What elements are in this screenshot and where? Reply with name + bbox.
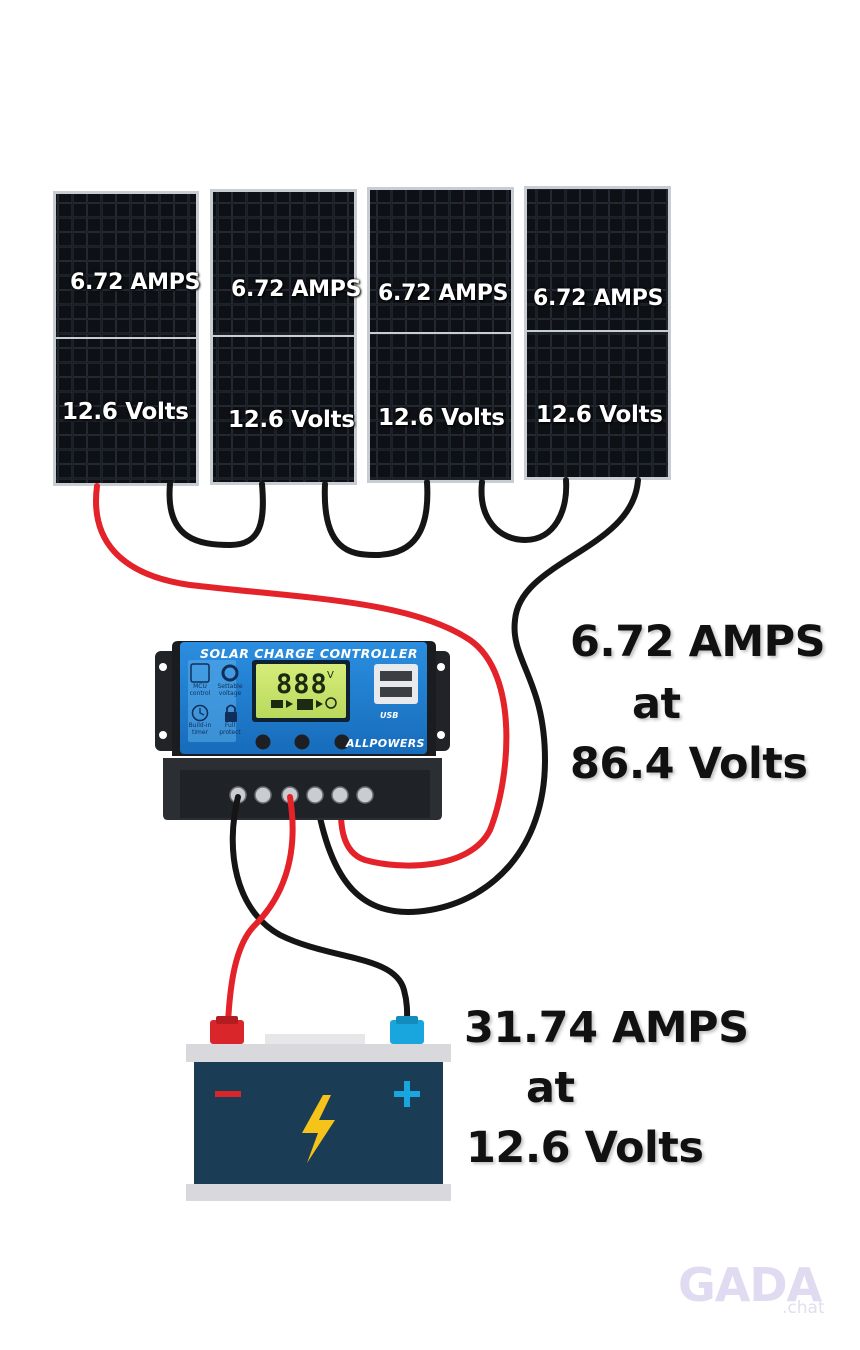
watermark-logo: GADA [678,1258,822,1312]
array-at-label: at [632,679,681,729]
panel-3-amps-label: 6.72 AMPS [378,281,509,306]
gear-icon [221,664,239,682]
icon-caption-mcu: MCU control [189,683,211,697]
charge-controller [155,641,450,820]
icon-caption-protect: Full protect [219,722,241,736]
battery-positive-wire [225,794,296,1026]
solar-panel-1 [53,191,199,486]
solar-panel-2 [210,189,357,485]
timer-icon [191,704,209,722]
panel-1-amps-label: 6.72 AMPS [70,270,201,295]
battery-amps-label: 31.74 AMPS [464,1003,749,1053]
usb-ports [374,664,418,704]
array-negative-wire [313,477,641,915]
panel-4-volts-label: 12.6 Volts [536,402,663,428]
mcu-icon [190,663,210,683]
icon-caption-timer: Build-in timer [188,722,212,736]
panel-2-volts-label: 12.6 Volts [228,407,355,433]
lcd-unit: V [327,670,334,681]
battery-at-label: at [526,1063,575,1113]
positive-sign [394,1081,420,1107]
battery-negative-wire [229,794,411,1026]
lcd-flow-icons [271,697,337,710]
array-positive-wire [93,483,510,869]
series-jumper-wires [166,477,570,559]
array-amps-label: 6.72 AMPS [570,617,826,667]
panel-4-amps-label: 6.72 AMPS [533,286,664,311]
usb-label: USB [380,711,399,720]
array-volts-label: 86.4 Volts [570,739,808,789]
lightning-bolt-icon [302,1095,335,1163]
solar-panel-4 [524,186,671,480]
menu-button[interactable] [255,734,271,750]
solar-panel-3 [367,187,514,483]
down-button[interactable] [334,734,350,750]
panel-1-volts-label: 12.6 Volts [62,399,189,425]
panel-3-volts-label: 12.6 Volts [378,405,505,431]
battery [186,1016,451,1201]
negative-sign [215,1091,241,1097]
lcd-readout: 888 [276,669,328,700]
watermark-sub: .chat [782,1298,825,1318]
icon-caption-settable: Settable voltage [217,683,243,697]
controller-title: SOLAR CHARGE CONTROLLER [200,646,418,661]
lock-icon [225,712,237,722]
up-button[interactable] [294,734,310,750]
panel-2-amps-label: 6.72 AMPS [231,277,362,302]
battery-volts-label: 12.6 Volts [466,1123,704,1173]
controller-brand: ALLPOWERS [346,737,425,750]
